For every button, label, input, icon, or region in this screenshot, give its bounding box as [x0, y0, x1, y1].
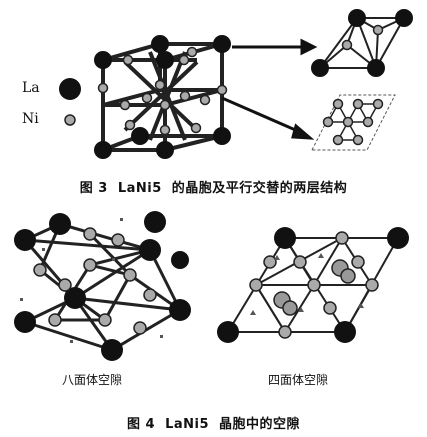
lani5-interstices-diagram: [14, 211, 409, 380]
legend-octahedral: 八面体空隙: [62, 373, 123, 387]
legend-label-ni: Ni: [22, 111, 39, 127]
arrow-bottom: [221, 96, 315, 140]
figure-4-caption: 图 4 LaNi5 晶胞中的空隙: [0, 413, 427, 432]
tetrahedral-structure: [217, 227, 409, 343]
figure-3-caption: 图 3 LaNi5 的晶胞及平行交替的两层结构: [0, 177, 427, 196]
caption-text: 的晶胞及平行交替的两层结构: [171, 181, 348, 196]
caption-formula: LaNi5: [165, 417, 209, 432]
legend-tetrahedral: 四面体空隙: [268, 373, 329, 387]
figure-3: La Ni 图 3 LaNi5 的晶胞及平行交替的两层结构: [0, 0, 427, 200]
caption-text: 晶胞中的空隙: [219, 417, 301, 432]
caption-number: 图 4: [126, 417, 156, 432]
caption-formula: LaNi5: [117, 181, 162, 196]
ni-atoms: [97, 46, 228, 136]
la-atoms: [94, 35, 231, 159]
legend-ni-atom: [64, 114, 76, 126]
legend-la-atom: [59, 78, 81, 100]
octahedral-structure: [14, 211, 191, 361]
arrow-top: [232, 38, 318, 56]
layer-top: [311, 9, 413, 77]
lani5-unit-cell-diagram: [59, 9, 413, 159]
caption-number: 图 3: [79, 181, 108, 196]
figure-4: 八面体空隙 四面体空隙 图 4 LaNi5 晶胞中的空隙: [0, 200, 427, 437]
layer-bottom: [311, 94, 396, 151]
legend-label-la: La: [22, 80, 40, 96]
